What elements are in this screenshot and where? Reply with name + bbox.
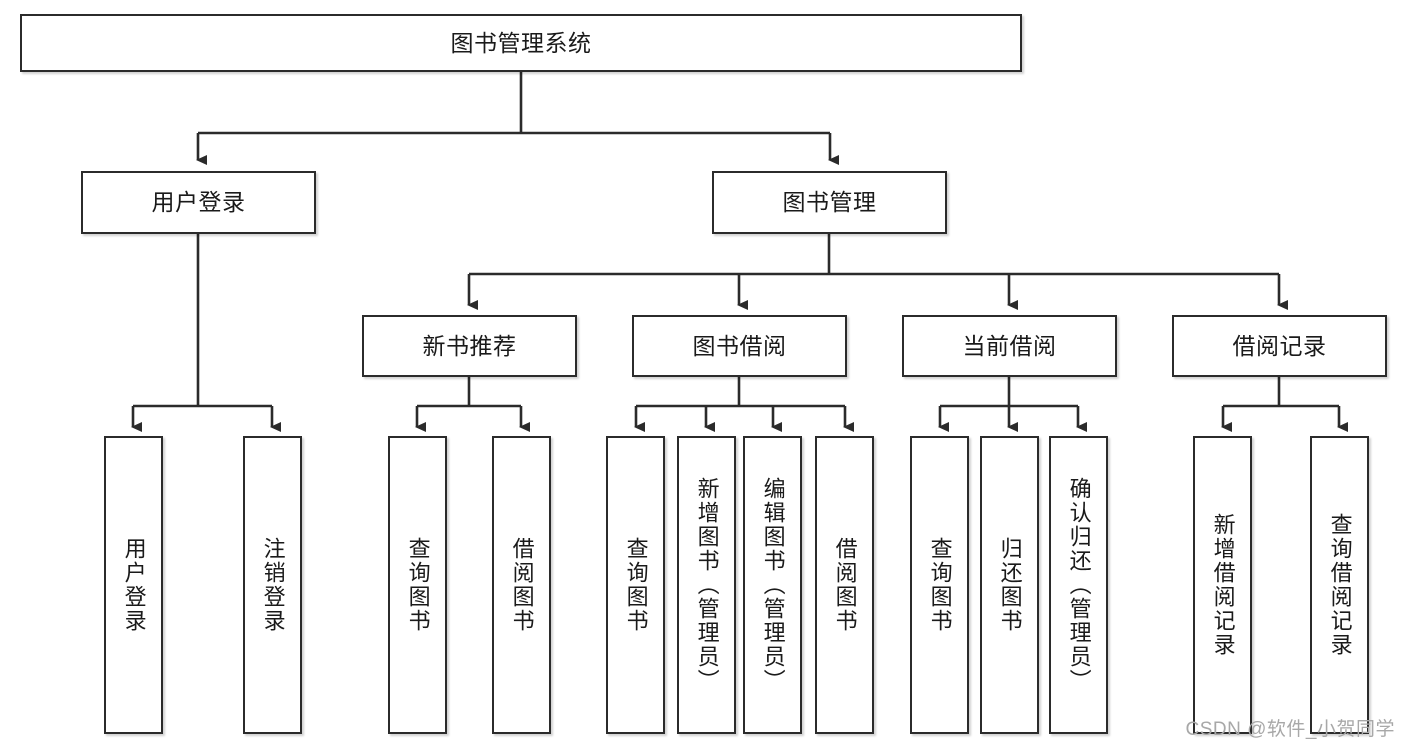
node-new-book-recommend[interactable]: 新书推荐	[362, 315, 577, 377]
leaf-user-login-signout[interactable]: 注销登录	[243, 436, 302, 734]
node-root-label: 图书管理系统	[450, 29, 592, 56]
leaf-label: 归还图书	[997, 537, 1023, 633]
leaf-label: 借阅图书	[509, 537, 535, 633]
node-book-management[interactable]: 图书管理	[712, 171, 947, 234]
leaf-book-borrow-borrow[interactable]: 借阅图书	[815, 436, 874, 734]
leaf-current-borrow-return[interactable]: 归还图书	[980, 436, 1039, 734]
leaf-label: 查询图书	[623, 537, 649, 633]
leaf-current-borrow-query[interactable]: 查询图书	[910, 436, 969, 734]
leaf-label: 借阅图书	[832, 537, 858, 633]
leaf-new-book-query[interactable]: 查询图书	[388, 436, 447, 734]
node-user-login-label: 用户登录	[151, 189, 246, 216]
node-borrow-record[interactable]: 借阅记录	[1172, 315, 1387, 377]
leaf-book-borrow-edit[interactable]: 编辑图书（管理员）	[743, 436, 802, 734]
leaf-label: 查询图书	[927, 537, 953, 633]
node-current-borrow[interactable]: 当前借阅	[902, 315, 1117, 377]
node-book-management-label: 图书管理	[782, 189, 877, 216]
watermark: CSDN @软件_小贺同学	[1185, 719, 1395, 740]
node-new-book-recommend-label: 新书推荐	[422, 332, 517, 359]
leaf-book-borrow-query[interactable]: 查询图书	[606, 436, 665, 734]
leaf-borrow-record-add[interactable]: 新增借阅记录	[1193, 436, 1252, 734]
node-current-borrow-label: 当前借阅	[962, 332, 1057, 359]
leaf-book-borrow-add[interactable]: 新增图书（管理员）	[677, 436, 736, 734]
leaf-label: 用户登录	[121, 537, 147, 633]
node-user-login[interactable]: 用户登录	[81, 171, 316, 234]
leaf-label: 注销登录	[260, 537, 286, 633]
leaf-label: 新增图书（管理员）	[694, 477, 720, 693]
leaf-current-borrow-confirm-return[interactable]: 确认归还（管理员）	[1049, 436, 1108, 734]
node-root[interactable]: 图书管理系统	[20, 14, 1022, 72]
leaf-label: 新增借阅记录	[1210, 513, 1236, 657]
node-book-borrow[interactable]: 图书借阅	[632, 315, 847, 377]
leaf-new-book-borrow[interactable]: 借阅图书	[492, 436, 551, 734]
leaf-user-login-signin[interactable]: 用户登录	[104, 436, 163, 734]
leaf-label: 编辑图书（管理员）	[760, 477, 786, 693]
leaf-label: 查询借阅记录	[1327, 513, 1353, 657]
leaf-label: 确认归还（管理员）	[1066, 477, 1092, 693]
leaf-label: 查询图书	[405, 537, 431, 633]
leaf-borrow-record-query[interactable]: 查询借阅记录	[1310, 436, 1369, 734]
node-borrow-record-label: 借阅记录	[1232, 332, 1327, 359]
node-book-borrow-label: 图书借阅	[692, 332, 787, 359]
